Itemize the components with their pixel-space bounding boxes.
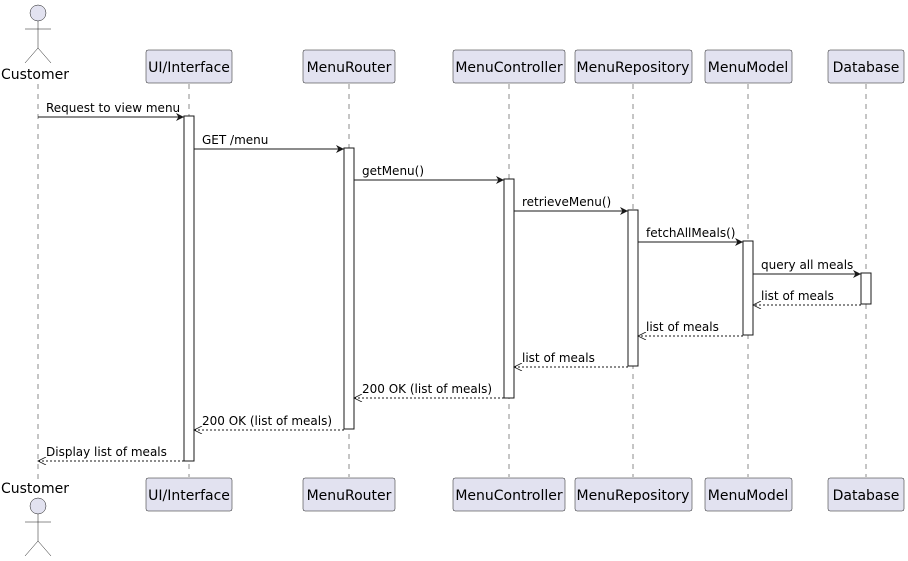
message-8: list of meals (638, 320, 743, 336)
actor-bottom: Customer (1, 481, 69, 557)
message-7: list of meals (753, 289, 861, 305)
participant-router-top: MenuRouter (302, 49, 396, 84)
participant-repository-top: MenuRepository (574, 49, 693, 84)
stick-figure-icon (24, 4, 52, 64)
message-5: fetchAllMeals() (638, 226, 743, 246)
actor-label-top: Customer (1, 67, 69, 83)
activation-bar-repository (627, 209, 639, 367)
message-label: 200 OK (list of meals) (202, 414, 332, 428)
participant-controller-top: MenuController (452, 49, 566, 84)
actor-top: Customer (1, 4, 69, 83)
activation-bar-controller (503, 178, 515, 399)
participant-controller-bottom: MenuController (452, 477, 566, 512)
participant-label: MenuRouter (307, 60, 392, 76)
participant-model-top: MenuModel (704, 49, 793, 84)
message-label: list of meals (761, 289, 834, 303)
participant-label: MenuRepository (577, 488, 690, 504)
message-1: Request to view menu (38, 101, 184, 121)
participant-label: MenuRepository (577, 60, 690, 76)
message-12: Display list of meals (38, 445, 184, 461)
message-11: 200 OK (list of meals) (194, 414, 344, 430)
participant-label: UI/Interface (148, 60, 230, 76)
message-6: query all meals (753, 258, 861, 278)
participant-model-bottom: MenuModel (704, 477, 793, 512)
message-4: retrieveMenu() (514, 195, 628, 215)
participant-ui-top: UI/Interface (145, 49, 233, 84)
participant-label: MenuRouter (307, 488, 392, 504)
participant-ui-bottom: UI/Interface (145, 477, 233, 512)
message-3: getMenu() (354, 164, 504, 184)
participant-router-bottom: MenuRouter (302, 477, 396, 512)
message-label: GET /menu (202, 133, 268, 147)
participant-label: MenuModel (708, 60, 788, 76)
participant-db-bottom: Database (827, 477, 905, 512)
participant-label: MenuModel (708, 488, 788, 504)
participant-label: Database (833, 60, 900, 76)
activation-bar-db (860, 272, 872, 305)
participant-db-top: Database (827, 49, 905, 84)
activation-bar-ui (183, 115, 195, 462)
message-2: GET /menu (194, 133, 344, 153)
participant-label: Database (833, 488, 900, 504)
message-label: fetchAllMeals() (646, 226, 735, 240)
stick-figure-icon (24, 497, 52, 557)
actor-label-bottom: Customer (1, 481, 69, 497)
participant-label: MenuController (455, 60, 563, 76)
activation-bar-model (742, 240, 754, 336)
message-label: getMenu() (362, 164, 424, 178)
activation-bar-router (343, 147, 355, 430)
message-label: 200 OK (list of meals) (362, 382, 492, 396)
message-label: retrieveMenu() (522, 195, 611, 209)
participant-label: MenuController (455, 488, 563, 504)
message-label: Request to view menu (46, 101, 180, 115)
message-label: query all meals (761, 258, 853, 272)
participant-label: UI/Interface (148, 488, 230, 504)
message-9: list of meals (514, 351, 628, 367)
message-label: list of meals (646, 320, 719, 334)
message-label: list of meals (522, 351, 595, 365)
message-label: Display list of meals (46, 445, 167, 459)
participant-repository-bottom: MenuRepository (574, 477, 693, 512)
message-10: 200 OK (list of meals) (354, 382, 504, 398)
